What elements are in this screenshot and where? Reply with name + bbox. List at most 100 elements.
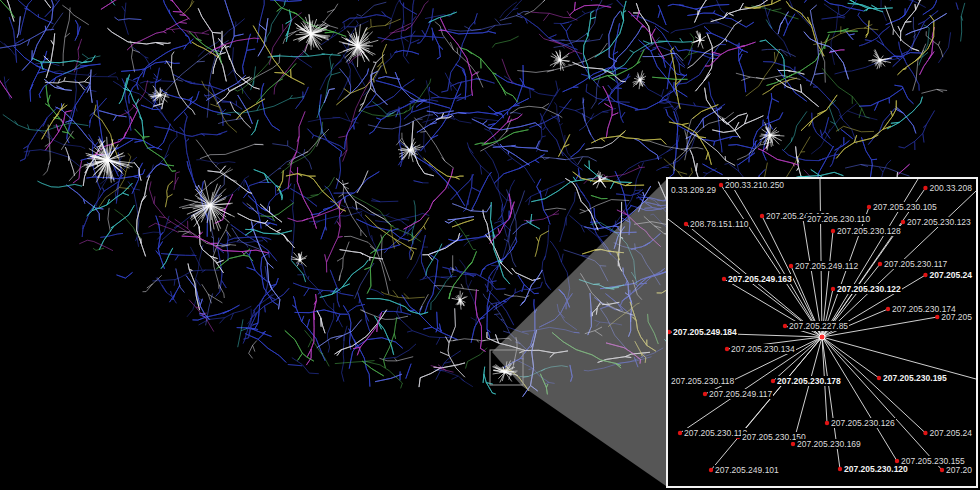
hub-core <box>503 370 506 373</box>
host-dot <box>771 379 775 383</box>
hub-burst <box>452 291 468 310</box>
zoom-wedge <box>492 180 666 486</box>
ip-address: 208.78.151.110 <box>689 219 749 229</box>
hub-burst <box>291 252 307 267</box>
ip-address: 207.205.230.178 <box>776 376 842 386</box>
host-dot <box>831 229 835 233</box>
host-dot <box>886 307 890 311</box>
link-line <box>668 219 822 337</box>
link-line <box>728 179 822 337</box>
hub-core <box>106 158 109 161</box>
ip-address: 207.205.230.126 <box>830 418 896 428</box>
hub-burst <box>760 122 785 150</box>
hub-core <box>878 58 881 61</box>
ip-address: 207.205.230.110 <box>806 214 871 224</box>
hub-burst <box>182 180 235 231</box>
host-dot <box>668 330 671 334</box>
ip-address: 207.205.230.123 <box>906 217 972 227</box>
hub-core <box>408 148 411 151</box>
ip-address: 207.205 <box>940 312 973 322</box>
hub-core <box>698 38 701 41</box>
ip-address: 207.205.24 <box>928 270 973 280</box>
host-dot <box>719 183 723 187</box>
host-dot <box>895 459 899 463</box>
host-dot <box>684 222 688 226</box>
hub-burst <box>148 86 169 106</box>
hub-burst <box>338 24 379 67</box>
host-dot <box>923 186 927 190</box>
hub-core <box>298 258 301 261</box>
ip-address: 207.20 <box>945 465 973 475</box>
host-dot <box>825 421 829 425</box>
hub-core <box>458 298 461 301</box>
host-dot <box>923 431 927 435</box>
router-hub <box>819 334 825 340</box>
ip-address: 200.33.210.250 <box>724 180 785 190</box>
link-line <box>822 337 879 378</box>
ip-address: 207.205.249.117 <box>708 389 773 399</box>
ip-address: 207.205.230.112 <box>683 428 748 438</box>
link-lines <box>668 179 976 470</box>
host-dot <box>901 220 905 224</box>
ip-address: 207.205.230.117 <box>883 259 948 269</box>
hub-burst <box>293 14 330 52</box>
hub-core <box>208 203 211 206</box>
link-line <box>820 179 822 337</box>
hub-burst <box>633 71 646 90</box>
host-dots <box>668 183 944 472</box>
host-dot <box>783 324 787 328</box>
ip-address: 207.205.230.195 <box>882 373 948 383</box>
hub-core <box>309 32 312 35</box>
hub-burst <box>550 50 570 71</box>
hub-core <box>768 133 771 136</box>
hub-core <box>356 44 359 47</box>
host-dot <box>678 431 682 435</box>
host-dot <box>831 287 835 291</box>
link-line <box>822 337 840 469</box>
ip-address: 207.205.249.101 <box>714 465 780 475</box>
link-line <box>822 222 903 337</box>
hub-burst <box>593 171 608 189</box>
ip-address: 207.205.230.105 <box>872 202 938 212</box>
host-dot <box>878 262 882 266</box>
host-dot <box>703 392 707 396</box>
link-line <box>711 337 822 470</box>
hub-core <box>598 178 601 181</box>
ip-address: 207.205.230.134 <box>730 344 796 354</box>
ip-address: 207.205.230.118 <box>670 376 735 386</box>
zoom-inset: 200.33.210.250 0.33.209.29 200.33.208 207.2… <box>666 177 978 488</box>
host-dot <box>838 467 842 471</box>
hub-core <box>158 93 161 96</box>
host-dot <box>789 264 793 268</box>
network-strands <box>0 0 965 397</box>
ip-address: 207.205.230.128 <box>836 226 902 236</box>
hub-burst <box>398 138 424 162</box>
ip-address: 207.205.24 <box>928 428 973 438</box>
host-dot <box>935 315 939 319</box>
hub-burst <box>84 137 134 183</box>
ip-address: 0.33.209.29 <box>670 185 717 195</box>
ip-address: 207.205.249.163 <box>727 274 793 284</box>
ip-address: 207.205.230.122 <box>836 284 902 294</box>
host-dot <box>791 442 795 446</box>
host-dot <box>940 468 944 472</box>
host-dot <box>722 277 726 281</box>
host-dot <box>877 376 881 380</box>
hub-burst <box>691 31 706 49</box>
hub-core <box>558 58 561 61</box>
ip-address: 207.205.249.184 <box>672 327 738 337</box>
link-line <box>822 337 942 470</box>
ip-address: 207.205.249.112 <box>794 261 859 271</box>
network-strand <box>3 0 965 394</box>
ip-address: 200.33.208 <box>928 183 973 193</box>
hub-burst <box>868 49 892 69</box>
ip-address: 207.205.227.85 <box>788 321 849 331</box>
ip-address: 207.205.230.169 <box>796 439 862 449</box>
host-dot <box>709 468 713 472</box>
host-dot <box>760 214 764 218</box>
host-dot <box>867 205 871 209</box>
link-line <box>803 219 822 337</box>
hub-core <box>638 78 641 81</box>
zoom-frame <box>490 350 523 385</box>
host-dot <box>725 347 729 351</box>
